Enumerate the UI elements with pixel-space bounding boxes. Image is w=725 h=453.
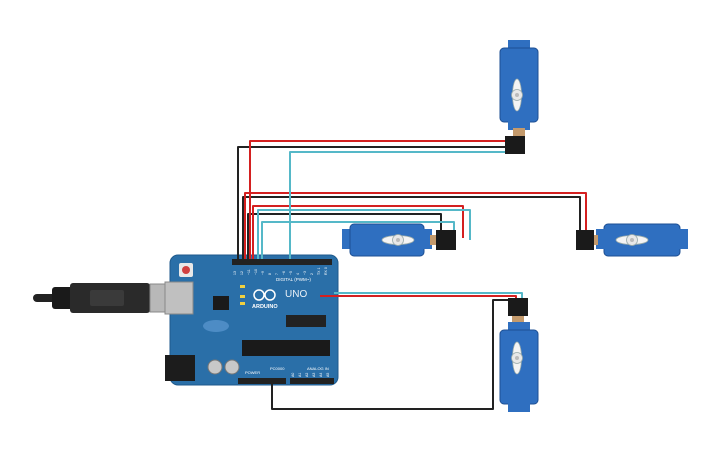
pin-label: ~6 [282, 271, 286, 275]
pin-label: 13 [233, 271, 237, 275]
board-digital-label: DIGITAL (PWM~) [276, 277, 311, 282]
arduino-board[interactable]: DIGITAL (PWM~) ARDUINO UNO PC0000 POWER … [164, 254, 339, 386]
servo-middle[interactable] [342, 223, 456, 257]
servo-top[interactable] [499, 40, 539, 154]
analog-header[interactable] [290, 378, 334, 384]
pin-label: 2 [310, 273, 314, 275]
power-header[interactable] [238, 378, 286, 384]
board-analog-label: ANALOG IN [307, 366, 329, 371]
pin-label: 7 [275, 273, 279, 275]
board-brand-label: ARDUINO [252, 304, 278, 310]
pin-label: ~11 [247, 269, 251, 275]
pin-label: ~9 [261, 271, 265, 275]
microcontroller-chip [242, 340, 330, 356]
analog-pin-label: A3 [312, 373, 316, 377]
power-jack [165, 355, 195, 381]
arduino-logo [253, 289, 276, 301]
pin-label: ~10 [254, 269, 258, 275]
servo-middle-connector[interactable] [436, 230, 456, 250]
servo-right[interactable] [576, 223, 688, 257]
board-chip-label: PC0000 [270, 366, 285, 371]
servo-top-connector[interactable] [505, 136, 525, 154]
usb-cable [33, 283, 179, 313]
usb-jack [164, 281, 194, 315]
board-model-label: UNO [285, 289, 307, 300]
pin-label: 12 [240, 271, 244, 275]
pin-label: 4 [296, 273, 300, 275]
analog-pin-label: A4 [319, 373, 323, 377]
digital-header[interactable] [232, 259, 332, 265]
servo-right-connector[interactable] [576, 230, 594, 250]
analog-pin-label: A5 [326, 373, 330, 377]
pin-label: RX 0 [324, 267, 328, 275]
analog-pin-label: A1 [298, 373, 302, 377]
pin-label: ~3 [303, 271, 307, 275]
pin-label: 8 [268, 273, 272, 275]
pin-label: TX 1 [317, 268, 321, 275]
analog-pin-label: A0 [291, 373, 295, 377]
servo-bottom[interactable] [499, 298, 539, 412]
board-power-label: POWER [245, 370, 260, 375]
analog-pin-label: A2 [305, 373, 309, 377]
pin-label: ~5 [289, 271, 293, 275]
servo-bottom-connector[interactable] [508, 298, 528, 316]
